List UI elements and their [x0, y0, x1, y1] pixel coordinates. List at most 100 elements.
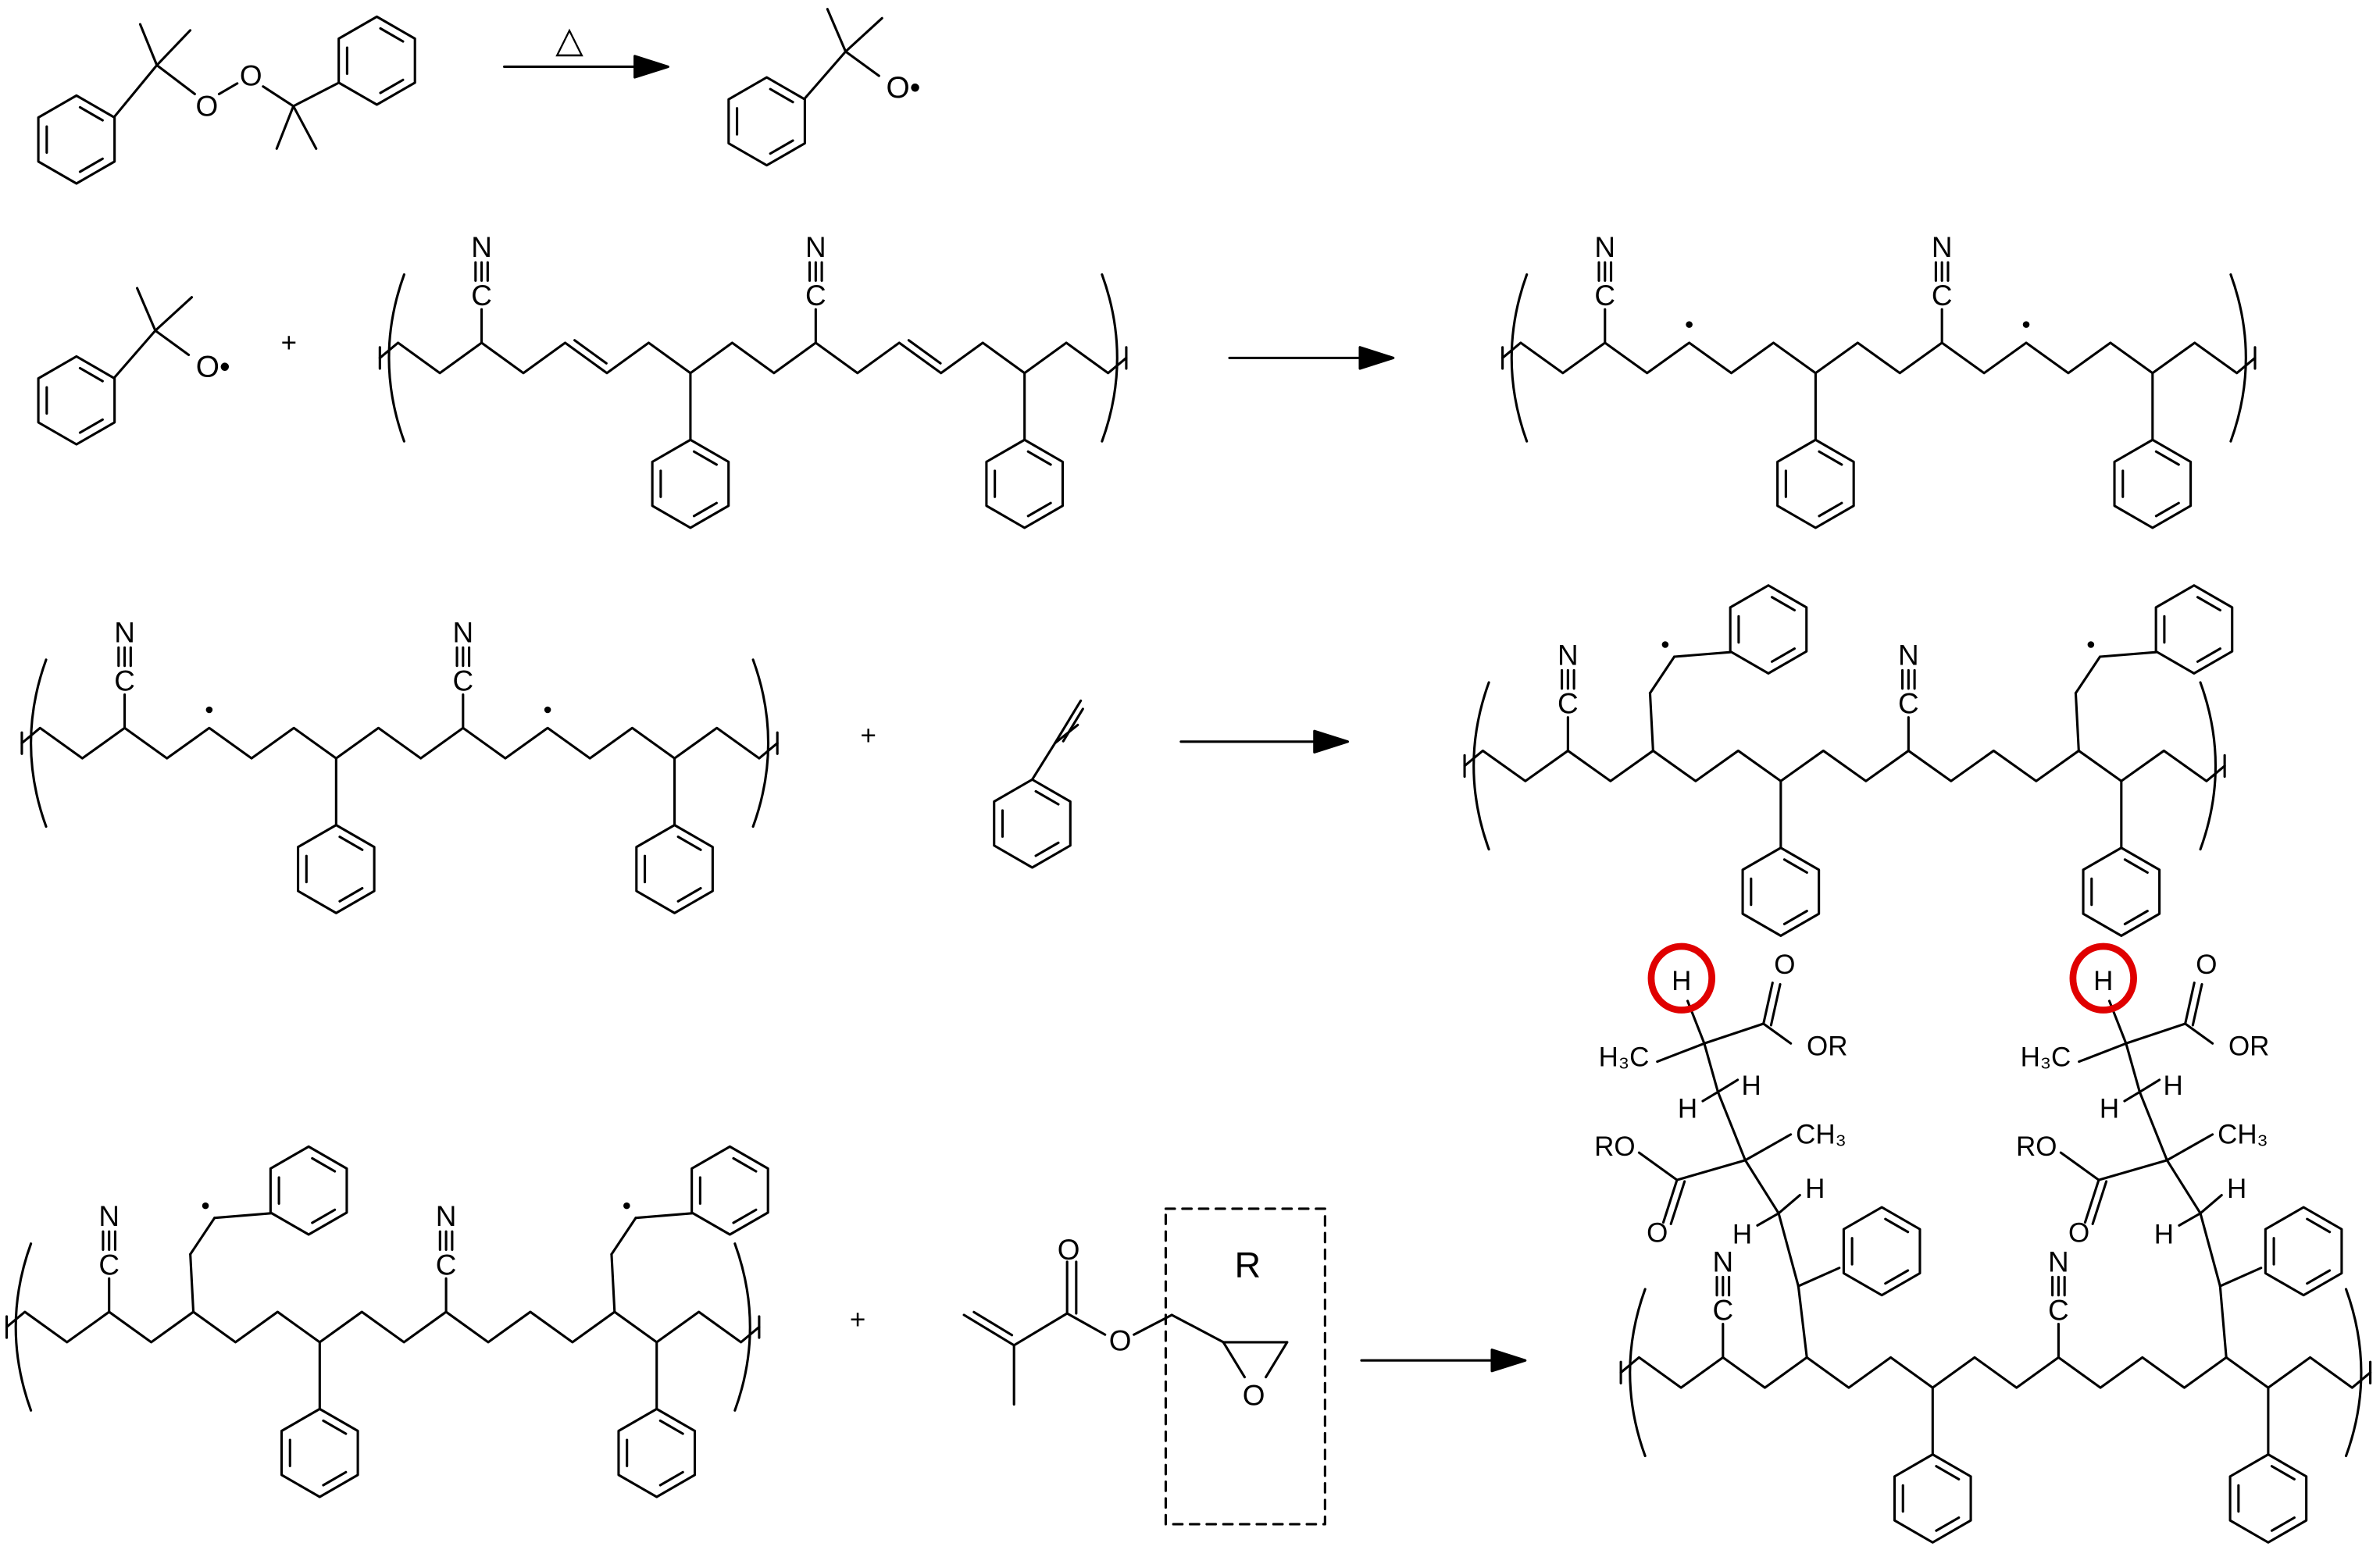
aromatic-double-bond [322, 1470, 348, 1487]
highlight-circle [2069, 942, 2137, 1014]
nitrile-nitrogen-label: N [805, 231, 826, 263]
bond-line [1065, 1312, 1107, 1336]
left-parenthesis [30, 658, 48, 828]
aromatic-double-bond [1818, 501, 1843, 518]
radical-dot [202, 1202, 209, 1210]
bond-line [1797, 1267, 1841, 1288]
ester-alkoxy-label: OR [2228, 1032, 2269, 1062]
radical-dot [2087, 641, 2095, 648]
nitrile-nitrogen-label: N [1932, 231, 1953, 263]
aromatic-double-bond [2123, 858, 2149, 875]
bond-line [2125, 1042, 2141, 1093]
aromatic-double-bond [692, 501, 718, 518]
right-parenthesis [751, 658, 770, 828]
hydrogen-label: H [2100, 1093, 2119, 1124]
radical-dot [2022, 321, 2030, 328]
bond-line [610, 1217, 637, 1256]
nitrile-nitrogen-label: N [1594, 231, 1615, 263]
bond-line [1743, 1133, 1793, 1162]
aromatic-double-bond [2196, 596, 2221, 611]
hydrogen-label: H [1805, 1174, 1825, 1204]
arrowhead [1358, 346, 1395, 370]
bond-line [2074, 655, 2102, 695]
bond-line [2199, 1193, 2223, 1215]
r-group-label: R [1234, 1245, 1261, 1285]
benzene-ring [2082, 846, 2161, 937]
aromatic-double-bond [78, 418, 104, 434]
benzene-ring [1741, 846, 1821, 937]
benzene-ring [337, 15, 416, 106]
aromatic-double-bond [322, 1419, 348, 1435]
benzene-ring [2113, 438, 2193, 529]
radical-dot [544, 706, 551, 714]
aromatic-double-bond [1770, 596, 1796, 611]
bond-line [1054, 699, 1083, 745]
r-group-box [1164, 1207, 1326, 1526]
benzene-ring [651, 438, 730, 529]
bond-line [1797, 1285, 1808, 1359]
bond-line [2074, 692, 2080, 752]
nitrile-carbon-label: C [471, 280, 492, 312]
aromatic-double-bond [78, 366, 104, 383]
arrowhead [1313, 729, 1350, 754]
bond-line [292, 82, 339, 108]
polymer-backbone [5, 1310, 761, 1344]
aromatic-double-bond [2154, 450, 2180, 466]
hydrogen-label: H [2163, 1071, 2182, 1101]
nitrile-nitrogen-label: N [98, 1200, 120, 1232]
radical-dot [1686, 321, 1693, 328]
nitrile-carbon-label: C [1932, 280, 1953, 312]
hydrogen-label: H [2154, 1220, 2174, 1250]
aromatic-double-bond [658, 1470, 684, 1487]
nitrile-carbon-label: C [1558, 688, 1579, 720]
aromatic-double-bond [2270, 1465, 2296, 1481]
polymer-backbone [1463, 749, 2226, 782]
bond-line [136, 287, 157, 332]
carbonyl-oxygen-label: O [2068, 1218, 2089, 1249]
aromatic-double-bond [769, 87, 794, 104]
benzene-ring [617, 1407, 697, 1498]
bond-line [1669, 1180, 1686, 1225]
polymer-backbone [20, 726, 779, 760]
nitrile-nitrogen-label: N [1558, 640, 1579, 672]
bond-line [2165, 1133, 2214, 1162]
abstractable-hydrogen-label: H [2093, 966, 2113, 996]
double-bond-line [972, 1310, 1014, 1337]
aromatic-double-bond [311, 1208, 337, 1224]
bond-line [2059, 1151, 2100, 1181]
bond-line [1777, 1212, 1800, 1288]
bond-line [2091, 1180, 2108, 1225]
benzene-ring [37, 355, 116, 446]
aromatic-double-bond [1026, 501, 1052, 518]
carbonyl-oxygen-label: O [2196, 950, 2217, 980]
bond-line [1701, 1090, 1719, 1103]
plus-sign: + [850, 1304, 865, 1334]
benzene-ring [1842, 1206, 1921, 1297]
bond-line [1777, 1193, 1801, 1215]
benzene-ring [1893, 1453, 1972, 1544]
bond-line [262, 85, 295, 108]
radical-dot [1661, 641, 1669, 648]
nitrile-carbon-label: C [114, 665, 135, 697]
abstractable-hydrogen-label: H [1672, 966, 1691, 996]
double-bond-line [907, 339, 942, 365]
aromatic-double-bond [2196, 647, 2221, 663]
nitrile-nitrogen-label: N [436, 1200, 457, 1232]
left-parenthesis [387, 273, 405, 443]
bond-line [1661, 1178, 1679, 1224]
plus-sign: + [281, 327, 297, 358]
bond-line [2138, 1090, 2168, 1162]
bond-line [1743, 1159, 1780, 1215]
aromatic-double-bond [379, 27, 405, 43]
bond-line [2083, 1178, 2100, 1224]
bond-line [803, 50, 847, 100]
right-parenthesis [733, 1242, 751, 1412]
nitrile-nitrogen-label: N [1898, 640, 1919, 672]
bond-line [1716, 1090, 1747, 1162]
hydrogen-label: H [1678, 1093, 1697, 1124]
highlight-circle [1647, 942, 1716, 1014]
aromatic-double-bond [1935, 1516, 1961, 1532]
benzene-ring [985, 438, 1065, 529]
bond-line [275, 105, 295, 150]
bond-line [155, 29, 192, 67]
